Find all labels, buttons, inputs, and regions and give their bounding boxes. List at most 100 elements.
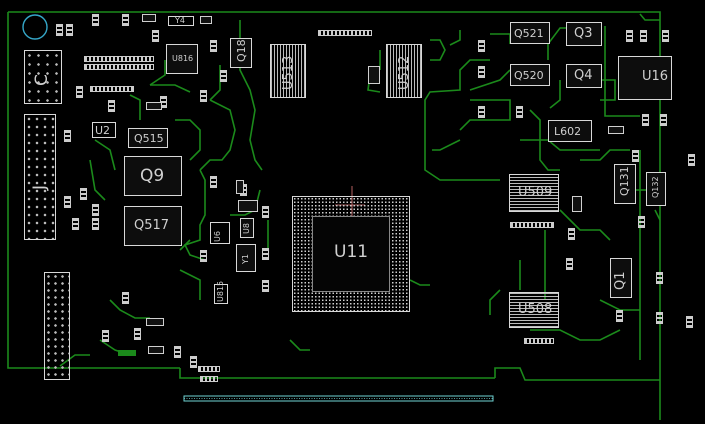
cap-ad bbox=[478, 66, 485, 78]
label-u816: U816 bbox=[172, 54, 194, 63]
cap-aq bbox=[616, 310, 623, 322]
label-u11: U11 bbox=[334, 242, 369, 262]
cap-at bbox=[632, 150, 639, 162]
cap-p bbox=[92, 218, 99, 230]
cap-as bbox=[566, 258, 573, 270]
cap-a bbox=[56, 24, 63, 36]
mosfet-q1[interactable] bbox=[610, 258, 632, 298]
label-y1: Y1 bbox=[241, 254, 250, 264]
pad-1 bbox=[200, 16, 212, 24]
cap-b bbox=[66, 24, 73, 36]
label-c1: C bbox=[32, 74, 52, 86]
label-j1: J bbox=[30, 184, 50, 190]
label-u815: U815 bbox=[216, 280, 225, 302]
cap-ap bbox=[686, 316, 693, 328]
chip-u512[interactable] bbox=[386, 44, 422, 98]
mosfet-q521[interactable] bbox=[510, 22, 550, 44]
label-q9: Q9 bbox=[140, 166, 165, 186]
label-u6: U6 bbox=[213, 231, 222, 242]
cap-ao bbox=[656, 312, 663, 324]
cap-v bbox=[262, 280, 269, 292]
pad-5 bbox=[148, 346, 164, 354]
pad-6 bbox=[238, 200, 258, 212]
cap-x bbox=[122, 292, 129, 304]
chip-u8[interactable] bbox=[240, 218, 254, 238]
cap-k bbox=[76, 86, 83, 98]
connector-top-left[interactable] bbox=[24, 50, 62, 104]
label-q4: Q4 bbox=[574, 68, 593, 83]
label-u16: U16 bbox=[642, 69, 669, 84]
pad-9 bbox=[608, 126, 624, 134]
crystal-y4[interactable] bbox=[168, 16, 194, 26]
cap-z bbox=[134, 328, 141, 340]
mosfet-q4[interactable] bbox=[566, 64, 602, 88]
label-u509: U509 bbox=[518, 185, 553, 200]
cap-aj bbox=[642, 114, 649, 126]
label-q515: Q515 bbox=[134, 132, 164, 145]
cap-w bbox=[200, 250, 207, 262]
chip-u16[interactable] bbox=[618, 56, 672, 100]
cap-d bbox=[122, 14, 129, 26]
label-q3: Q3 bbox=[574, 26, 593, 41]
crystal-y1[interactable] bbox=[236, 244, 256, 272]
cap-u bbox=[262, 248, 269, 260]
label-u512: U512 bbox=[397, 55, 412, 90]
resistor-array-bottom bbox=[524, 338, 554, 344]
connector-bottom-left[interactable] bbox=[44, 272, 70, 380]
cap-l bbox=[64, 130, 71, 142]
cap-ak bbox=[660, 114, 667, 126]
cap-ac bbox=[478, 40, 485, 52]
label-u508: U508 bbox=[518, 302, 553, 317]
chip-u509[interactable] bbox=[509, 174, 559, 212]
label-q132: Q132 bbox=[651, 176, 660, 198]
label-q1: Q1 bbox=[613, 271, 628, 290]
label-q520: Q520 bbox=[514, 69, 544, 82]
resistor-array-left-2 bbox=[84, 64, 154, 70]
mosfet-q515[interactable] bbox=[128, 128, 168, 148]
cap-h bbox=[200, 90, 207, 102]
inductor-l602[interactable] bbox=[548, 120, 592, 142]
label-q521: Q521 bbox=[514, 27, 544, 40]
pad-10 bbox=[368, 66, 380, 84]
chip-u508[interactable] bbox=[509, 292, 559, 328]
resistor-array-3 bbox=[90, 86, 134, 92]
connector-j1[interactable] bbox=[24, 114, 56, 240]
chip-u816[interactable] bbox=[166, 44, 198, 74]
cap-al bbox=[688, 154, 695, 166]
mosfet-q517[interactable] bbox=[124, 206, 182, 246]
resistor-array-mid bbox=[510, 222, 554, 228]
cap-m bbox=[64, 196, 71, 208]
label-u2: U2 bbox=[95, 124, 111, 137]
cap-aa bbox=[174, 346, 181, 358]
cap-y bbox=[102, 330, 109, 342]
mosfet-q9[interactable] bbox=[124, 156, 182, 196]
cap-af bbox=[516, 106, 523, 118]
label-y4: Y4 bbox=[175, 16, 185, 25]
cap-e bbox=[152, 30, 159, 42]
mosfet-q520[interactable] bbox=[510, 64, 550, 86]
cap-j bbox=[108, 100, 115, 112]
mosfet-q132[interactable] bbox=[646, 172, 666, 206]
label-u513: U513 bbox=[281, 55, 296, 90]
cap-am bbox=[638, 216, 645, 228]
pad-row-a bbox=[200, 376, 218, 382]
chip-u513[interactable] bbox=[270, 44, 306, 98]
cap-n bbox=[80, 188, 87, 200]
pad-4 bbox=[146, 318, 164, 326]
mosfet-q131[interactable] bbox=[614, 164, 636, 204]
cap-ab bbox=[190, 356, 197, 368]
cap-q bbox=[72, 218, 79, 230]
mosfet-q18[interactable] bbox=[230, 38, 252, 68]
cap-ag bbox=[626, 30, 633, 42]
pad-8 bbox=[572, 196, 582, 212]
mosfet-q3[interactable] bbox=[566, 22, 602, 46]
cap-an bbox=[656, 272, 663, 284]
cap-ah bbox=[640, 30, 647, 42]
label-q517: Q517 bbox=[134, 218, 170, 233]
chip-u2[interactable] bbox=[92, 122, 116, 138]
chip-u6[interactable] bbox=[210, 222, 230, 244]
label-q131: Q131 bbox=[618, 166, 631, 196]
chip-u815[interactable] bbox=[214, 284, 228, 304]
